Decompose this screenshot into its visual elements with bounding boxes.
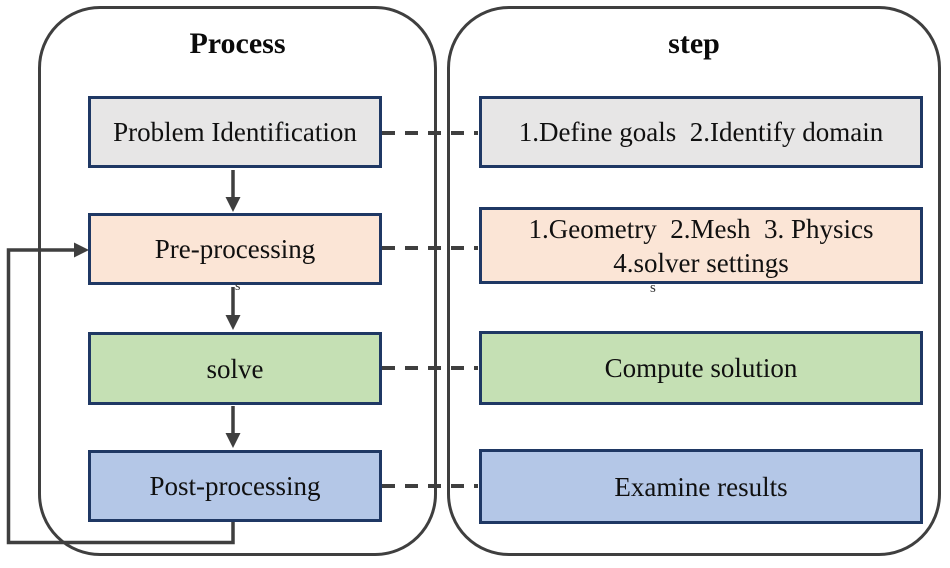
step-box-examine-results: Examine results <box>479 449 923 524</box>
step-box-compute-solution: Compute solution <box>479 331 923 405</box>
process-box-solve: solve <box>88 332 382 405</box>
step-box-geometry-mesh-physics: 1.Geometry 2.Mesh 3. Physics 4.solver se… <box>479 207 923 284</box>
process-box-pre-processing: Pre-processing <box>88 213 382 285</box>
step-panel: step <box>447 6 941 556</box>
step-box-define-goals: 1.Define goals 2.Identify domain <box>479 96 923 168</box>
process-box-problem-identification: Problem Identification <box>88 96 382 168</box>
process-box-post-processing: Post-processing <box>88 450 382 522</box>
process-panel-title: Process <box>189 27 286 60</box>
step-panel-title: step <box>668 27 720 60</box>
stray-glyph-right: s <box>650 280 656 296</box>
stray-glyph-left: s <box>235 279 241 294</box>
